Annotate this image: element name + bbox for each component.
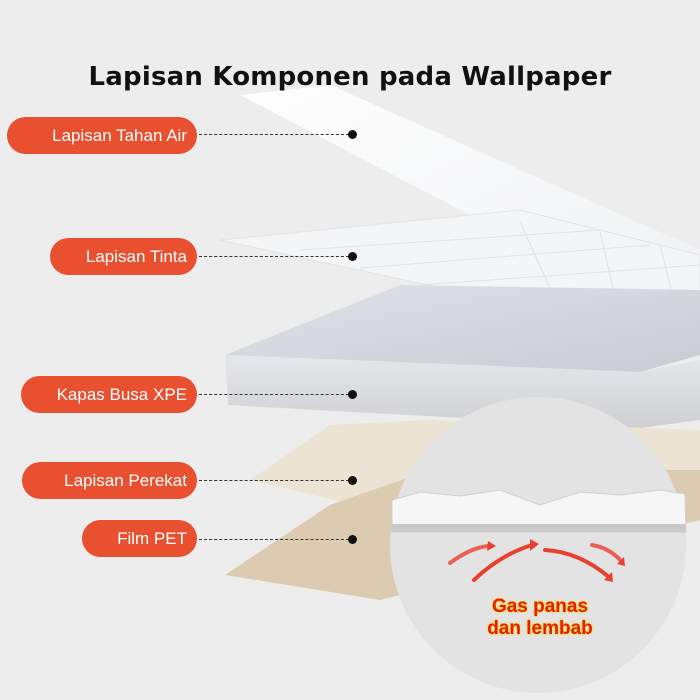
ink-layer-tiles — [299, 221, 700, 326]
page-title: Lapisan Komponen pada Wallpaper — [88, 62, 612, 92]
label-ink-layer: Lapisan Tinta — [50, 238, 197, 275]
marker-dot — [348, 130, 357, 139]
leader-line — [199, 134, 349, 135]
marker-dot — [348, 252, 357, 261]
marker-dot — [348, 535, 357, 544]
label-waterproof-layer: Lapisan Tahan Air — [7, 117, 197, 154]
callout-line-1: Gas panas — [491, 596, 589, 618]
leader-line — [199, 394, 349, 395]
marker-dot — [348, 390, 357, 399]
hot-humid-gas-callout: Gas panas dan lembab — [440, 596, 640, 640]
heat-arrowheads — [487, 539, 625, 582]
marker-dot — [348, 476, 357, 485]
magnified-film — [391, 524, 686, 532]
foam-top — [225, 285, 700, 372]
leader-line — [199, 256, 349, 257]
callout-line-2: dan lembab — [487, 618, 593, 640]
magnified-view-circle — [390, 397, 686, 693]
heat-arrows — [448, 543, 624, 582]
label-adhesive-layer: Lapisan Perekat — [22, 462, 197, 499]
leader-line — [199, 480, 349, 481]
label-pet-film: Film PET — [82, 520, 197, 557]
label-xpe-foam: Kapas Busa XPE — [21, 376, 197, 413]
leader-line — [199, 539, 349, 540]
